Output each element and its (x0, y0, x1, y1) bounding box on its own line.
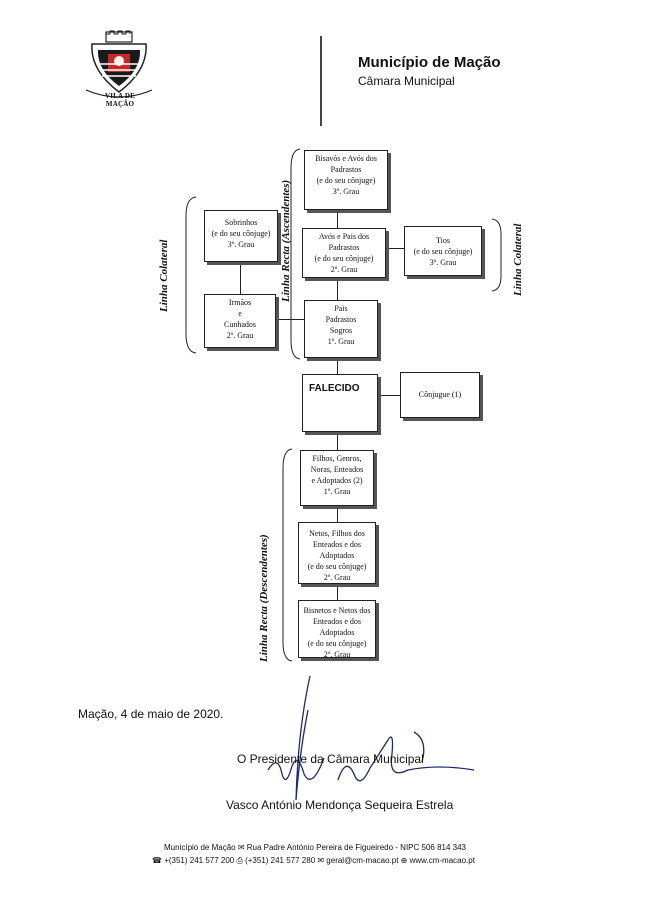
box-conjuge: Cônjugue (1) (400, 372, 480, 418)
box-bisavos: Bisavós e Avós dos Padrastos (e do seu c… (304, 150, 388, 210)
right-collateral-bracket (491, 218, 502, 292)
header-divider (320, 36, 322, 126)
box-avos-text: Avós e Pais dos Padrastos (e do seu cônj… (314, 232, 374, 263)
box-irmaos: Irmãos e Cunhados 2º. Grau (204, 294, 276, 348)
coat-of-arms-logo (86, 30, 152, 98)
box-falecido-text: FALECIDO (309, 383, 360, 394)
box-avos: Avós e Pais dos Padrastos (e do seu cônj… (302, 228, 386, 278)
signature-icon (267, 675, 475, 801)
box-netos-grade: 2º. Grau (323, 573, 351, 582)
box-falecido: FALECIDO (302, 374, 378, 432)
label-ascendants: Linha Recta (Ascendentes) (280, 179, 292, 302)
crest-caption: VILA DE MAÇÃO (105, 92, 135, 108)
municipality-subtitle: Câmara Municipal (358, 74, 455, 88)
box-tios-text: Tios (e do seu cônjuge) (413, 236, 473, 256)
president-name: Vasco António Mendonça Sequeira Estrela (226, 798, 454, 812)
footer-contacts: ☎ +(351) 241 577 200 ⎙ (+351) 241 577 28… (152, 856, 475, 865)
box-bisavos-text: Bisavós e Avós dos Padrastos (e do seu c… (315, 154, 377, 185)
label-descendants: Linha Recta (Descendentes) (258, 534, 270, 662)
box-bisnetos-text: Bisnetos e Netos dos Enteados e dos Adop… (303, 606, 371, 648)
connector-irmaos-pais (276, 319, 304, 320)
box-filhos: Filhos, Genros, Noras, Enteados e Adopta… (300, 450, 374, 506)
box-filhos-grade: 1º. Grau (323, 487, 351, 496)
box-irmaos-grade: 2º. Grau (226, 331, 254, 340)
connector-falecido-filhos (337, 432, 338, 450)
document-date: Mação, 4 de maio de 2020. (78, 707, 224, 721)
box-netos-text: Netos, Filhos dos Enteados e dos Adoptad… (307, 529, 367, 571)
connector-bisavos-avos (337, 210, 338, 228)
box-tios: Tios (e do seu cônjuge) 3º. Grau (404, 226, 482, 276)
label-left-collateral: Linha Colateral (158, 239, 170, 312)
box-pais-text: Pais Padrastos Sogros (325, 304, 357, 335)
footer-address: Município de Mação ✉ Rua Padre António P… (164, 843, 466, 852)
ascendants-bracket (290, 148, 301, 360)
municipality-title: Município de Mação (358, 54, 501, 71)
connector-netos-bisnetos (337, 584, 338, 600)
box-tios-grade: 3º. Grau (429, 258, 457, 267)
box-avos-grade: 2º. Grau (330, 265, 358, 274)
connector-pais-falecido (337, 358, 338, 374)
box-bisnetos-grade: 2º. Grau (323, 650, 351, 659)
box-irmaos-text: Irmãos e Cunhados (224, 298, 256, 329)
connector-sobrinhos-irmaos (240, 262, 241, 294)
president-title: O Presidente da Câmara Municipal (237, 752, 424, 766)
connector-falecido-conjuge (378, 395, 400, 396)
box-pais: Pais Padrastos Sogros 1º. Grau (304, 300, 378, 358)
box-bisavos-grade: 3º. Grau (332, 187, 360, 196)
left-collateral-bracket (185, 196, 197, 354)
label-right-collateral: Linha Colateral (512, 223, 524, 296)
connector-avos-pais (337, 278, 338, 300)
box-netos: Netos, Filhos dos Enteados e dos Adoptad… (298, 522, 376, 584)
box-filhos-text: Filhos, Genros, Noras, Enteados e Adopta… (310, 454, 364, 485)
box-sobrinhos-grade: 3º. Grau (227, 240, 255, 249)
box-bisnetos: Bisnetos e Netos dos Enteados e dos Adop… (298, 600, 376, 659)
connector-filhos-netos (337, 506, 338, 522)
connector-avos-tios (386, 248, 404, 249)
box-sobrinhos: Sobrinhos (e do seu cônjuge) 3º. Grau (204, 210, 278, 262)
descendants-bracket (282, 448, 293, 662)
box-pais-grade: 1º. Grau (327, 337, 355, 346)
box-conjuge-text: Cônjugue (1) (418, 390, 462, 399)
box-sobrinhos-text: Sobrinhos (e do seu cônjuge) (211, 218, 271, 238)
